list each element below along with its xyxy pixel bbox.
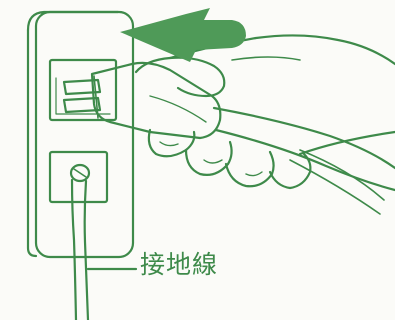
hand-knuckle-line bbox=[232, 57, 300, 60]
plug-body bbox=[92, 63, 220, 138]
ground-wire-label: 接地線 bbox=[140, 252, 218, 277]
plug-body-ridge bbox=[150, 96, 206, 122]
cord-strand-2 bbox=[290, 160, 380, 214]
hand-fingernail-2 bbox=[204, 160, 222, 163]
hand-finger-2 bbox=[186, 142, 232, 175]
insert-direction-arrow bbox=[120, 8, 246, 62]
cord-strand-1 bbox=[300, 150, 384, 200]
ground-screw-slot bbox=[74, 169, 86, 177]
ground-terminal-box bbox=[50, 152, 107, 202]
wall-plate-back-edge bbox=[28, 30, 36, 256]
hand-fingernail-3 bbox=[246, 172, 262, 176]
hand-finger-4 bbox=[270, 154, 310, 188]
hand-finger-3 bbox=[226, 152, 274, 186]
cord-upper bbox=[214, 108, 395, 168]
hand-fingernail-1 bbox=[160, 142, 178, 146]
